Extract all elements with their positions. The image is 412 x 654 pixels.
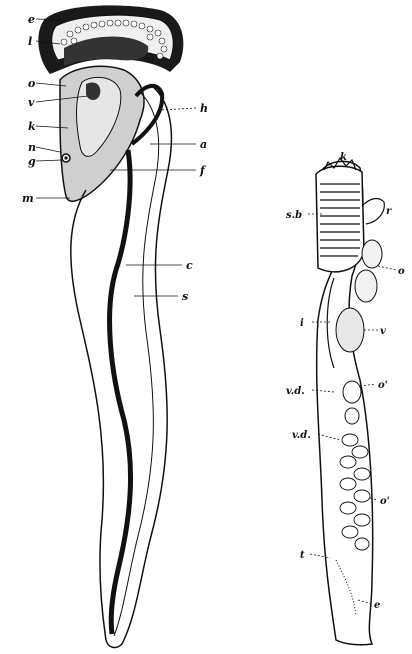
label-m: m [22, 192, 34, 205]
label-right-v: v [380, 326, 386, 337]
label-n: n [28, 141, 36, 154]
label-right-r: r [386, 206, 392, 217]
label-e: e [28, 13, 35, 26]
label-right-i: i [300, 318, 304, 329]
right-intestine [327, 278, 334, 368]
right-vesicle [336, 308, 364, 352]
label-g: g [28, 155, 36, 168]
label-s: s [182, 290, 188, 303]
label-v: v [28, 96, 35, 109]
label-a: a [200, 138, 207, 151]
label-right-t: t [300, 550, 305, 561]
label-o: o [28, 77, 35, 90]
label-h: h [200, 102, 208, 115]
right-tail-stipple [336, 560, 356, 616]
right-egg-chain [340, 434, 370, 550]
left-figure: e l o v k n g m h a f c s [22, 5, 208, 647]
label-c: c [186, 259, 193, 272]
label-right-e: e [374, 600, 380, 611]
left-vesicle [86, 82, 100, 100]
label-right-vd1: v.d. [286, 386, 305, 397]
right-egg-top [343, 381, 361, 403]
right-egg-2 [345, 408, 359, 424]
right-ovary-2 [355, 270, 377, 302]
left-eye-pupil [64, 156, 67, 159]
label-right-o3: o' [380, 496, 390, 507]
label-right-sb: s.b [286, 210, 302, 221]
label-right-o: o [398, 266, 405, 277]
right-ovary-1 [362, 240, 382, 268]
label-right-o2: o' [378, 380, 388, 391]
label-k: k [28, 120, 36, 133]
left-gut [110, 150, 131, 634]
label-right-k: k [340, 152, 347, 163]
label-l: l [28, 35, 32, 48]
right-process-r [362, 199, 384, 224]
right-figure: k s.b r o i v v.d. o' v.d. o' t e [286, 152, 405, 645]
label-right-vd2: v.d. [292, 430, 311, 441]
label-f: f [199, 164, 207, 177]
